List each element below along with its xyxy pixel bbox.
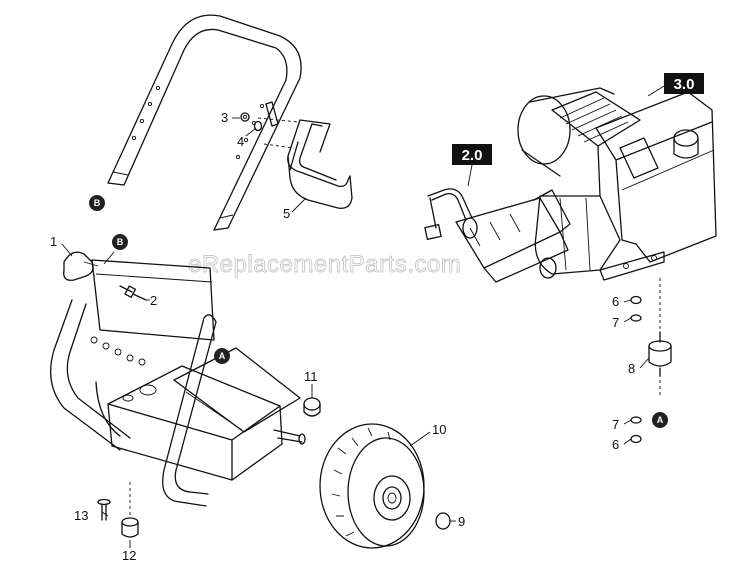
washer-part-4	[253, 120, 263, 132]
pump-assembly-badge: 2.0	[452, 144, 492, 165]
callout-8: 8	[628, 361, 635, 376]
svg-text:A: A	[657, 415, 664, 425]
engine-assembly	[517, 87, 717, 281]
bolt-part-2	[119, 285, 147, 301]
sleeve	[265, 101, 279, 127]
axle-bushing-part-11	[303, 397, 321, 417]
ref-marker-b-lower: B	[112, 234, 128, 250]
hose-hanger-bracket	[287, 119, 353, 209]
engine-assembly-badge: 3.0	[664, 73, 704, 94]
callout-13: 13	[74, 508, 88, 523]
screw-part-13	[97, 498, 111, 521]
callout-4: 4	[237, 134, 244, 149]
svg-text:B: B	[94, 198, 101, 208]
callout-9: 9	[458, 514, 465, 529]
svg-text:B: B	[117, 237, 124, 247]
watermark-text: eReplacementParts.com	[188, 251, 461, 278]
callout-12: 12	[122, 548, 136, 563]
svg-text:2.0: 2.0	[462, 147, 483, 164]
callout-1: 1	[50, 234, 57, 249]
vibration-mount-part-8	[648, 331, 672, 377]
ref-marker-b-upper: B	[89, 195, 105, 211]
badge-leader	[467, 164, 473, 187]
callout-7-lower: 7	[612, 417, 619, 432]
washer-part-7-upper	[630, 314, 642, 322]
guide-line	[257, 117, 299, 123]
callout-5: 5	[283, 206, 290, 221]
wheel-clip-part-9	[435, 512, 451, 530]
ref-marker-a-frame: A	[214, 348, 230, 364]
callout-11: 11	[304, 369, 318, 384]
guide-line	[263, 143, 295, 149]
washer-part-7-lower	[630, 416, 642, 424]
callout-6-upper: 6	[612, 294, 619, 309]
callout-7-upper: 7	[612, 315, 619, 330]
leader-lines	[61, 117, 650, 548]
frame	[50, 259, 306, 507]
callout-10: 10	[432, 422, 446, 437]
foot-part-12	[121, 517, 139, 538]
callout-2: 2	[150, 293, 157, 308]
callout-3: 3	[221, 110, 228, 125]
handle-tube	[107, 14, 302, 231]
knob-part-1	[63, 251, 99, 281]
svg-text:3.0: 3.0	[674, 76, 695, 93]
wheel-part-10	[319, 423, 425, 549]
ref-marker-a-mount: A	[652, 412, 668, 428]
nut-part-3	[240, 112, 250, 122]
badge-leader	[647, 85, 665, 97]
nut-part-6-upper	[630, 295, 642, 305]
nut-part-6-lower	[630, 434, 642, 444]
callout-6-lower: 6	[612, 437, 619, 452]
svg-text:A: A	[219, 351, 226, 361]
